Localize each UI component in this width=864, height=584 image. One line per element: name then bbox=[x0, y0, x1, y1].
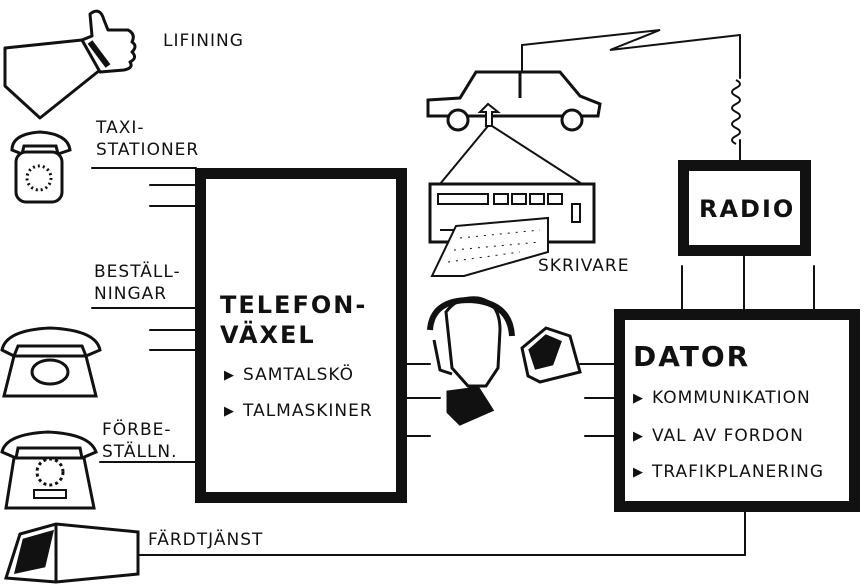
telefonvaxel-title-line2: VÄXEL bbox=[220, 321, 316, 349]
dator-title: DATOR bbox=[633, 340, 750, 373]
rotary-phone-icon bbox=[2, 328, 100, 396]
bullet-triangle-icon: ▶ bbox=[224, 368, 235, 383]
bullet-triangle-icon: ▶ bbox=[633, 391, 644, 406]
bullet-triangle-icon: ▶ bbox=[224, 404, 235, 419]
thumbs-up-hand-icon bbox=[5, 11, 135, 118]
dator-item: ▶ KOMMUNIKATION bbox=[633, 388, 811, 408]
telefonvaxel-item: ▶ TALMASKINER bbox=[224, 401, 373, 421]
dator-item-label: TRAFIKPLANERING bbox=[652, 462, 824, 482]
bullet-triangle-icon: ▶ bbox=[633, 429, 644, 444]
dator-box: DATOR ▶ KOMMUNIKATION ▶ VAL AV FORDON ▶ … bbox=[614, 309, 860, 512]
telefonvaxel-item: ▶ SAMTALSKÖ bbox=[224, 365, 354, 385]
label-lifining: LIFINING bbox=[163, 31, 244, 52]
telefonvaxel-item-label: TALMASKINER bbox=[243, 401, 373, 421]
label-forb-line1: FÖRBE- bbox=[102, 420, 172, 441]
computer-terminal-icon bbox=[6, 524, 138, 582]
terminal-screen-icon bbox=[522, 328, 580, 382]
rotary-phone-icon-2 bbox=[2, 432, 96, 508]
bullet-triangle-icon: ▶ bbox=[633, 465, 644, 480]
telephone-icon bbox=[12, 132, 70, 202]
dator-item: ▶ VAL AV FORDON bbox=[633, 426, 804, 446]
label-taxi-line1: TAXI- bbox=[96, 118, 145, 139]
label-best-line2: NINGAR bbox=[94, 284, 167, 305]
label-skrivare: SKRIVARE bbox=[538, 256, 630, 277]
telefonvaxel-item-label: SAMTALSKÖ bbox=[243, 365, 354, 385]
telefonvaxel-box: TELEFON- VÄXEL ▶ SAMTALSKÖ ▶ TALMASKINER bbox=[195, 168, 407, 503]
label-best-line1: BESTÄLL- bbox=[94, 262, 181, 283]
radio-box: RADIO bbox=[678, 160, 811, 256]
car-icon bbox=[428, 72, 600, 130]
operator-headset-icon bbox=[430, 298, 512, 424]
radio-title: RADIO bbox=[699, 195, 795, 223]
dator-item-label: KOMMUNIKATION bbox=[652, 388, 811, 408]
telefonvaxel-title-line1: TELEFON- bbox=[220, 291, 367, 319]
dator-item-label: VAL AV FORDON bbox=[652, 426, 804, 446]
antenna-icon bbox=[732, 80, 740, 144]
dator-item: ▶ TRAFIKPLANERING bbox=[633, 462, 824, 482]
label-taxi-line2: STATIONER bbox=[96, 140, 199, 161]
label-fardtjanst: FÄRDTJÄNST bbox=[148, 530, 263, 551]
label-forb-line2: STÄLLN. bbox=[102, 442, 178, 463]
